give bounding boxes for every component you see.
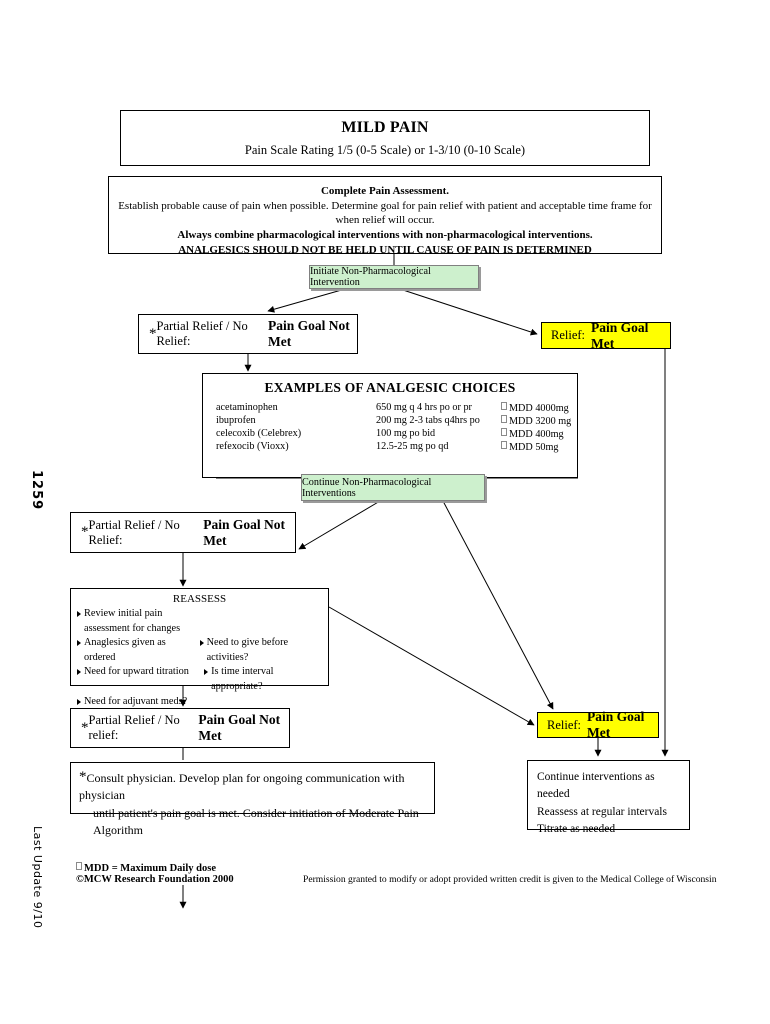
reassess-item: Anaglesics given as ordered [77, 636, 200, 665]
outcome-actions-box: Continue interventions as needed Reasses… [527, 760, 690, 835]
table-row: celecoxib (Celebrex) 100 mg po bid MDD 4… [203, 427, 577, 440]
assessment-line-4: ANALGESICS SHOULD NOT BE HELD UNTIL CAUS… [178, 243, 592, 256]
mdd-marker-icon [76, 862, 82, 870]
consult-line-1-label: Consult physician. Develop plan for ongo… [79, 771, 405, 803]
mdd-value: MDD 50mg [509, 442, 559, 454]
drug-mdd: MDD 3200 mg [501, 414, 577, 427]
table-row: ibuprofen 200 mg 2-3 tabs q4hrs po MDD 3… [203, 414, 577, 427]
pain-goal-met-status-2: Pain Goal Met [587, 709, 645, 740]
triangle-bullet-icon [77, 640, 81, 647]
reassess-row: Need for adjuvant meds? [77, 695, 322, 710]
reassess-item-label: Need for upward titration [84, 666, 189, 678]
footer-mdd-key: MDD = Maximum Daily dose [76, 862, 216, 874]
document-id-label: 1259 [29, 470, 44, 511]
footer-permission: Permission granted to modify or adopt pr… [303, 874, 717, 885]
partial-relief-box-1: * Partial Relief / No Relief: Pain Goal … [138, 314, 358, 354]
reassess-item: Need for upward titration [77, 665, 204, 694]
reassess-row: Need for upward titration Is time interv… [77, 665, 322, 694]
mdd-marker-icon [501, 441, 507, 450]
pain-assessment-box: Complete Pain Assessment. Establish prob… [108, 176, 662, 256]
assessment-line-2: Establish probable cause of pain when po… [118, 199, 652, 227]
drug-name: refexocib (Vioxx) [216, 441, 289, 453]
reassess-box: REASSESS Review initial pain assessment … [70, 588, 329, 707]
reassess-item-label: Review initial pain assessment for chang… [84, 608, 181, 634]
drug-name: celecoxib (Celebrex) [216, 427, 302, 439]
outcome-line-3: Titrate as needed [537, 823, 616, 836]
drug-dose: 100 mg po bid [376, 427, 436, 439]
outcome-line-2: Reassess at regular intervals [537, 805, 667, 818]
partial-relief-label-2: Partial Relief / No Relief: [88, 517, 180, 547]
mdd-marker-icon [501, 414, 507, 423]
title-box: MILD PAIN Pain Scale Rating 1/5 (0-5 Sca… [120, 110, 650, 166]
continue-nonpharm-box: Continue Non-Pharmacological Interventio… [301, 474, 485, 501]
page-subtitle: Pain Scale Rating 1/5 (0-5 Scale) or 1-3… [244, 143, 526, 157]
table-row: refexocib (Vioxx) 12.5-25 mg po qd MDD 5… [203, 441, 577, 454]
triangle-bullet-icon [204, 669, 209, 676]
last-update-label: Last Update 9/10 [31, 826, 44, 929]
relief-goal-met-box-2: Relief: Pain Goal Met [537, 709, 659, 740]
asterisk-marker: * [149, 325, 157, 342]
drug-dose: 12.5-25 mg po qd [376, 441, 449, 453]
drug-mdd: MDD 4000mg [501, 401, 577, 414]
table-row: acetaminophen 650 mg q 4 hrs po or pr MD… [203, 401, 577, 414]
assessment-line-3: Always combine pharmacological intervent… [177, 228, 593, 241]
reassess-item-label: Need for adjuvant meds? [84, 695, 188, 707]
relief-label-1: Relief: [551, 328, 586, 342]
drug-name: acetaminophen [216, 401, 278, 413]
drug-dose: 650 mg q 4 hrs po or pr [376, 401, 472, 413]
reassess-title: REASSESS [172, 593, 227, 605]
consult-line-2: until patient's pain goal is met. Consid… [93, 805, 419, 838]
asterisk-marker: * [81, 719, 89, 736]
asterisk-marker: * [81, 524, 89, 540]
reassess-row: Anaglesics given as ordered Need to give… [77, 636, 322, 665]
continue-nonpharm-label: Continue Non-Pharmacological Interventio… [302, 476, 432, 499]
reassess-row: Review initial pain assessment for chang… [77, 607, 322, 636]
outcome-line-1: Continue interventions as needed [537, 771, 655, 801]
reassess-item: Is time interval appropriate? [204, 665, 322, 694]
triangle-bullet-icon [199, 640, 204, 647]
drug-name: ibuprofen [216, 414, 256, 426]
reassess-item-label: Need to give before activities? [206, 637, 289, 663]
mdd-value: MDD 4000mg [509, 402, 569, 414]
footer-copyright: ©MCW Research Foundation 2000 [76, 874, 234, 885]
partial-relief-label-1: Partial Relief / No Relief: [156, 319, 248, 348]
asterisk-marker: * [79, 769, 87, 785]
mdd-value: MDD 400mg [509, 428, 564, 440]
triangle-bullet-icon [77, 698, 81, 705]
partial-relief-box-2: * Partial Relief / No Relief: Pain Goal … [70, 512, 296, 553]
mdd-marker-icon [501, 427, 507, 436]
pain-goal-status-3: Pain Goal Not Met [198, 712, 281, 743]
consult-line-1: *Consult physician. Develop plan for ong… [79, 770, 426, 805]
relief-label-2: Relief: [547, 717, 582, 732]
triangle-bullet-icon [77, 611, 81, 617]
reassess-item-label: Anaglesics given as ordered [84, 637, 166, 663]
initiate-nonpharm-box: Initiate Non-Pharmacological Interventio… [309, 265, 479, 289]
relief-goal-met-box-1: Relief: Pain Goal Met [541, 319, 671, 351]
analgesic-table: acetaminophen 650 mg q 4 hrs po or pr MD… [203, 401, 577, 454]
drug-mdd: MDD 50mg [501, 441, 577, 454]
assessment-line-1: Complete Pain Assessment. [320, 185, 450, 197]
page-title: MILD PAIN [341, 119, 429, 136]
triangle-bullet-icon [77, 669, 81, 676]
reassess-item: Need for adjuvant meds? [77, 695, 210, 710]
mdd-marker-icon [501, 401, 507, 410]
analgesic-choices-title: EXAMPLES OF ANALGESIC CHOICES [264, 380, 516, 395]
pain-goal-met-status-1: Pain Goal Met [591, 319, 649, 351]
reassess-item: Need to give before activities? [199, 636, 322, 665]
reassess-item: Review initial pain assessment for chang… [77, 607, 210, 636]
consult-physician-box: *Consult physician. Develop plan for ong… [70, 762, 435, 837]
footer-mdd-key-label: MDD = Maximum Daily dose [84, 863, 216, 874]
reassess-item-label: Is time interval appropriate? [211, 666, 274, 693]
partial-relief-label-3: Partial Relief / No relief: [88, 713, 180, 742]
analgesic-choices-box: EXAMPLES OF ANALGESIC CHOICES acetaminop… [202, 373, 578, 478]
drug-dose: 200 mg 2-3 tabs q4hrs po [376, 414, 480, 426]
initiate-nonpharm-label: Initiate Non-Pharmacological Interventio… [310, 266, 431, 288]
mdd-value: MDD 3200 mg [509, 415, 572, 427]
drug-mdd: MDD 400mg [501, 427, 577, 440]
partial-relief-box-3: * Partial Relief / No relief: Pain Goal … [70, 708, 290, 748]
pain-goal-status-1: Pain Goal Not Met [268, 318, 350, 349]
pain-goal-status-2: Pain Goal Not Met [203, 516, 286, 548]
